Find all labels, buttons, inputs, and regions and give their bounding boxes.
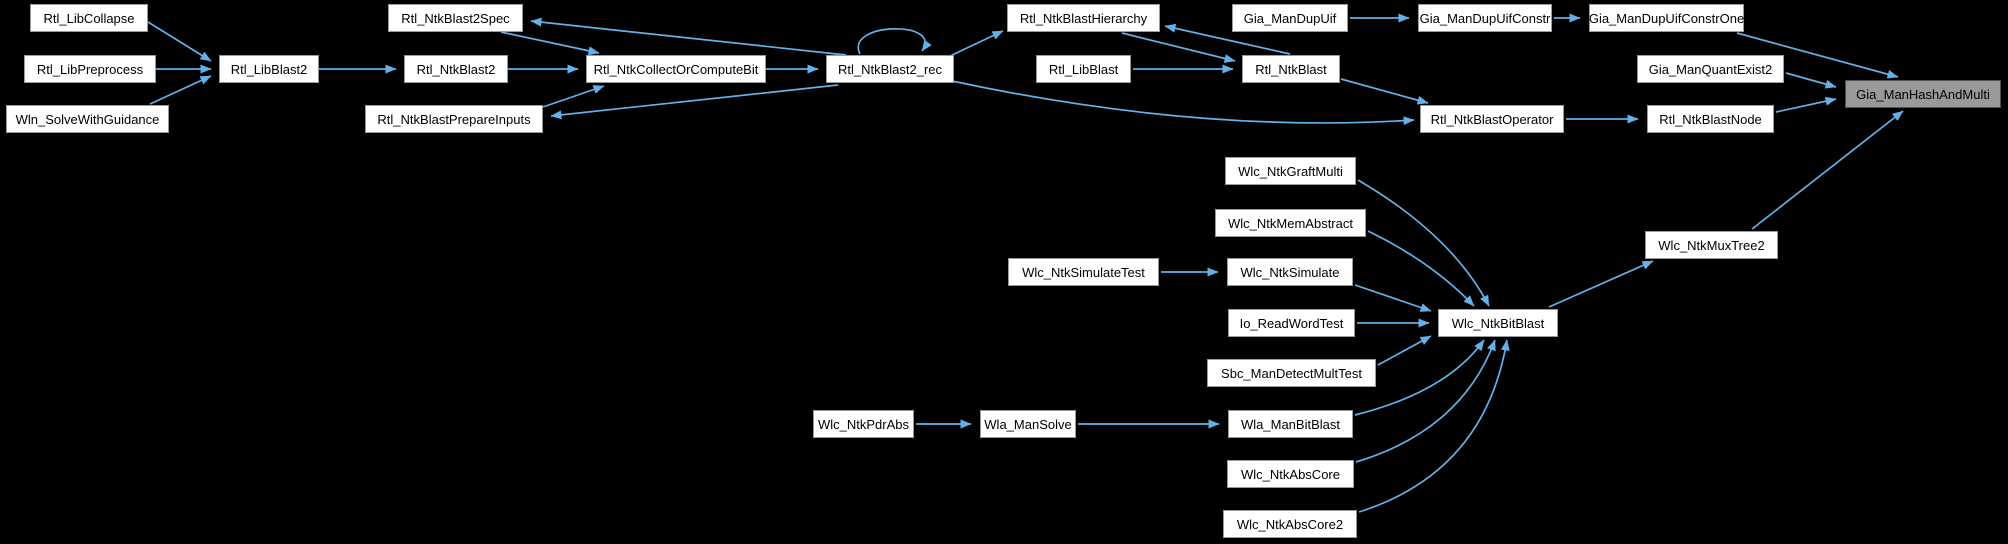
node-Rtl_NtkBlast2Spec[interactable]: Rtl_NtkBlast2Spec	[388, 4, 523, 32]
node-Gia_ManQuantExist2[interactable]: Gia_ManQuantExist2	[1637, 55, 1784, 83]
node-Rtl_LibCollapse[interactable]: Rtl_LibCollapse	[30, 4, 148, 32]
node-Wla_ManSolve[interactable]: Wla_ManSolve	[980, 410, 1076, 438]
node-Io_ReadWordTest[interactable]: Io_ReadWordTest	[1228, 309, 1355, 337]
node-Rtl_LibBlast[interactable]: Rtl_LibBlast	[1036, 55, 1131, 83]
node-Gia_ManDupUifConstrOne[interactable]: Gia_ManDupUifConstrOne	[1589, 4, 1744, 32]
node-Rtl_NtkBlastOperator[interactable]: Rtl_NtkBlastOperator	[1420, 105, 1564, 133]
edge-Rtl_NtkBlast2_rec-to-Rtl_NtkBlastOperator	[951, 80, 1415, 126]
edge-Wlc_NtkAbsCore2-to-Wlc_NtkBitBlast	[1358, 339, 1510, 513]
node-Rtl_NtkBlastNode[interactable]: Rtl_NtkBlastNode	[1647, 105, 1774, 133]
edge-Gia_ManQuantExist2-to-Gia_ManHashAndMulti	[1785, 72, 1837, 89]
node-Wlc_NtkMuxTree2[interactable]: Wlc_NtkMuxTree2	[1645, 231, 1778, 259]
node-Rtl_NtkBlast2[interactable]: Rtl_NtkBlast2	[404, 55, 508, 83]
edge-Wlc_NtkMuxTree2-to-Gia_ManHashAndMulti	[1751, 110, 1904, 230]
node-Wlc_NtkAbsCore[interactable]: Wlc_NtkAbsCore	[1227, 460, 1354, 488]
node-Wlc_NtkGraftMulti[interactable]: Wlc_NtkGraftMulti	[1225, 157, 1356, 185]
node-Gia_ManDupUifConstr[interactable]: Gia_ManDupUifConstr	[1418, 4, 1552, 32]
edge-Wlc_NtkMemAbstract-to-Wlc_NtkBitBlast	[1367, 230, 1475, 307]
node-Rtl_LibBlast2[interactable]: Rtl_LibBlast2	[219, 55, 319, 83]
edge-Rtl_NtkBlast2_rec-to-Rtl_NtkBlastHierarchy	[949, 30, 1004, 57]
edge-Wlc_NtkBitBlast-to-Wlc_NtkMuxTree2	[1548, 260, 1654, 308]
edge-Wln_SolveWithGuidance-to-Rtl_LibBlast2	[149, 75, 212, 105]
edge-Wlc_NtkAbsCore-to-Wlc_NtkBitBlast	[1355, 339, 1496, 463]
edge-Rtl_NtkBlast-to-Rtl_NtkBlastOperator	[1340, 78, 1429, 105]
node-Wlc_NtkMemAbstract[interactable]: Wlc_NtkMemAbstract	[1215, 209, 1366, 237]
edge-Rtl_NtkBlastPrepareInputs-to-Rtl_NtkCollectOrComputeBit	[542, 85, 605, 108]
edge-Rtl_NtkBlast2_rec-to-Rtl_NtkBlastPrepareInputs	[550, 84, 839, 120]
node-Wla_ManBitBlast[interactable]: Wla_ManBitBlast	[1228, 410, 1353, 438]
edge-Rtl_NtkBlast2_rec-to-Rtl_NtkBlast2Spec	[530, 17, 847, 56]
node-Rtl_NtkBlast[interactable]: Rtl_NtkBlast	[1242, 55, 1340, 83]
node-Gia_ManDupUif[interactable]: Gia_ManDupUif	[1232, 4, 1348, 32]
edge-Rtl_NtkBlastHierarchy-to-Rtl_NtkBlast	[1121, 32, 1236, 63]
node-Wlc_NtkSimulateTest[interactable]: Wlc_NtkSimulateTest	[1008, 258, 1159, 286]
node-Rtl_LibPreprocess[interactable]: Rtl_LibPreprocess	[24, 55, 156, 83]
edge-Wlc_NtkSimulate-to-Wlc_NtkBitBlast	[1354, 284, 1432, 312]
node-Wlc_NtkPdrAbs[interactable]: Wlc_NtkPdrAbs	[813, 410, 914, 438]
node-Rtl_NtkBlastPrepareInputs[interactable]: Rtl_NtkBlastPrepareInputs	[365, 105, 543, 133]
edge-Rtl_NtkBlast2Spec-to-Rtl_NtkCollectOrComputeBit	[500, 31, 600, 56]
node-Wln_SolveWithGuidance[interactable]: Wln_SolveWithGuidance	[6, 105, 169, 133]
edge-Rtl_NtkBlastNode-to-Gia_ManHashAndMulti	[1775, 96, 1837, 113]
node-Wlc_NtkSimulate[interactable]: Wlc_NtkSimulate	[1227, 258, 1353, 286]
node-Rtl_NtkBlastHierarchy[interactable]: Rtl_NtkBlastHierarchy	[1007, 4, 1160, 32]
node-Gia_ManHashAndMulti: Gia_ManHashAndMulti	[1845, 80, 2001, 108]
edge-Sbc_ManDetectMultTest-to-Wlc_NtkBitBlast	[1377, 335, 1432, 366]
node-Sbc_ManDetectMultTest[interactable]: Sbc_ManDetectMultTest	[1207, 359, 1376, 387]
node-Rtl_NtkBlast2_rec[interactable]: Rtl_NtkBlast2_rec	[826, 55, 954, 83]
edge-Rtl_LibCollapse-to-Rtl_LibBlast2	[147, 21, 212, 62]
node-Rtl_NtkCollectOrComputeBit[interactable]: Rtl_NtkCollectOrComputeBit	[586, 55, 766, 83]
node-Wlc_NtkBitBlast[interactable]: Wlc_NtkBitBlast	[1438, 309, 1558, 337]
node-Wlc_NtkAbsCore2[interactable]: Wlc_NtkAbsCore2	[1223, 510, 1357, 538]
edge-Rtl_NtkBlast2_rec-to-Rtl_NtkBlast2_rec	[857, 28, 932, 55]
edge-Wlc_NtkGraftMulti-to-Wlc_NtkBitBlast	[1357, 179, 1490, 307]
